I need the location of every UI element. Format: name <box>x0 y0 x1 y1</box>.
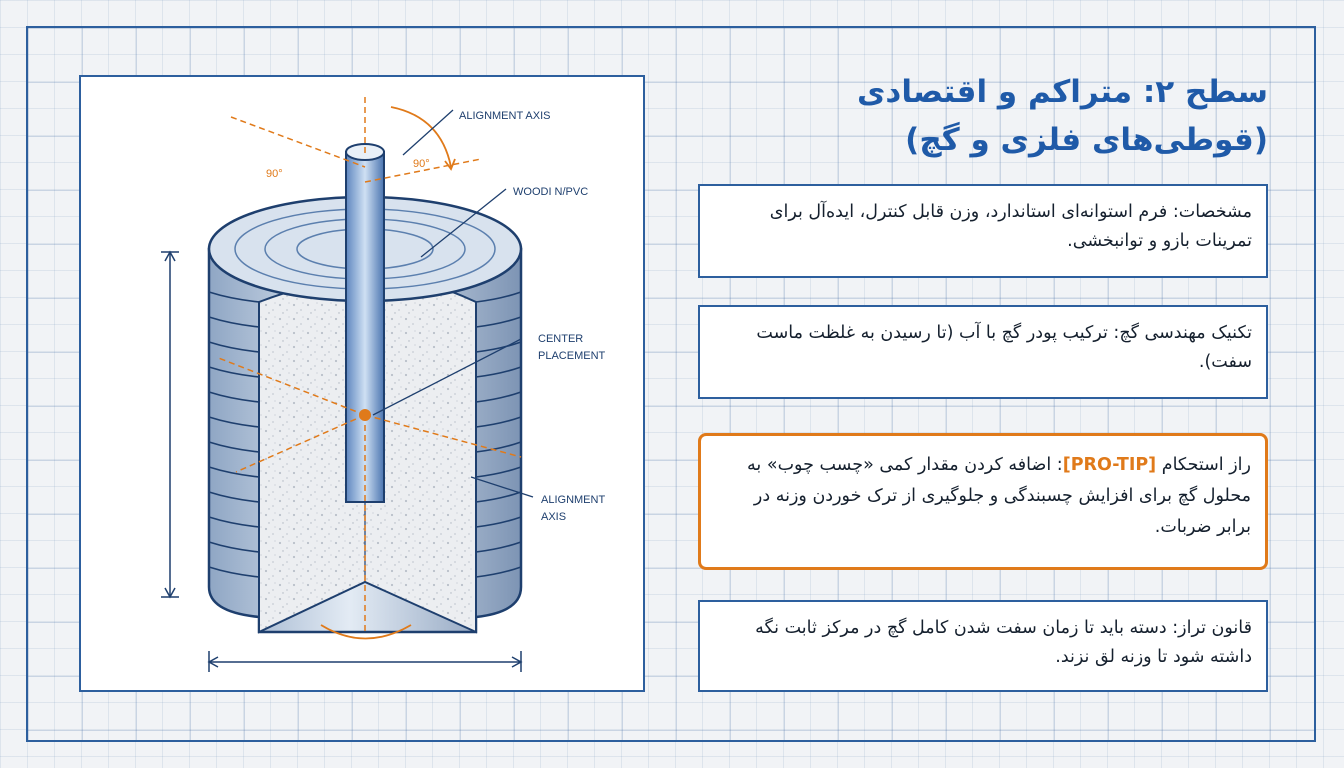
pro-tip-body: : اضافه کردن مقدار کمی «چسب چوب» به محلو… <box>747 455 1251 537</box>
label-angle-left: 90° <box>266 168 283 180</box>
angle-arc-bottom <box>320 624 412 640</box>
can-illustration-panel: ALIGNMENT AXIS 90° 90° WOODI N/PVC CENTE… <box>79 75 645 692</box>
center-point <box>359 409 371 421</box>
leader-lines <box>372 109 534 498</box>
level-rule-text: قانون تراز: دسته باید تا زمان سفت شدن کا… <box>755 618 1252 667</box>
width-dimension <box>207 651 523 672</box>
can-ribs-right <box>475 291 522 578</box>
pro-tip-prefix: راز استحکام <box>1156 455 1251 475</box>
angle-arc-right <box>390 106 452 168</box>
specs-box: مشخصات: فرم استوانه‌ای استاندارد، وزن قا… <box>698 184 1268 278</box>
label-alignment-axis-bottom-line1: ALIGNMENT <box>541 494 605 506</box>
can-cross-section-diagram: ALIGNMENT AXIS 90° 90° WOODI N/PVC CENTE… <box>161 97 606 672</box>
height-dimension <box>161 250 179 599</box>
orange-guides <box>215 116 522 632</box>
label-wood-pvc: WOODI N/PVC <box>513 186 588 198</box>
plaster-technique-text: تکنیک مهندسی گچ: ترکیب پودر گچ با آب (تا… <box>756 323 1252 372</box>
label-alignment-axis-top: ALIGNMENT AXIS <box>459 110 551 122</box>
label-center-line2: PLACEMENT <box>538 350 606 362</box>
level-rule-box: قانون تراز: دسته باید تا زمان سفت شدن کا… <box>698 600 1268 692</box>
plaster-technique-box: تکنیک مهندسی گچ: ترکیب پودر گچ با آب (تا… <box>698 305 1268 399</box>
label-alignment-axis-bottom-line2: AXIS <box>541 511 566 523</box>
specs-text: مشخصات: فرم استوانه‌ای استاندارد، وزن قا… <box>769 202 1252 251</box>
label-center-line1: CENTER <box>538 333 583 345</box>
pro-tip-box: راز استحکام [PRO-TIP]: اضافه کردن مقدار … <box>698 433 1268 570</box>
wooden-rod <box>345 151 385 503</box>
pro-tip-tag: [PRO-TIP] <box>1062 455 1157 475</box>
page-title: سطح ۲: متراکم و اقتصادی (قوطی‌های فلزی و… <box>857 74 1268 158</box>
can-ribs-left <box>208 291 260 578</box>
label-angle-right: 90° <box>413 158 430 170</box>
